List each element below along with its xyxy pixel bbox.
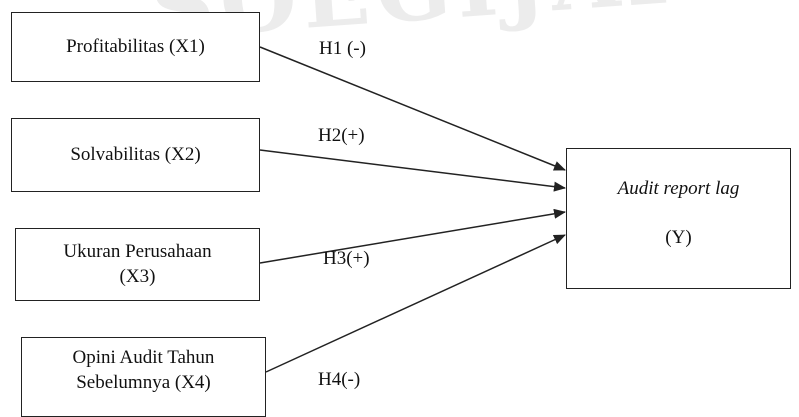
node-solvabilitas: Solvabilitas (X2) [11,118,260,192]
hypothesis-label-h3: H3(+) [323,248,370,269]
node-profitabilitas: Profitabilitas (X1) [11,12,260,82]
node-ukuran-perusahaan-line1: Ukuran Perusahaan [63,240,212,262]
hypothesis-label-h1: H1 (-) [319,38,366,59]
arrow-x4-to-y [265,234,566,373]
node-audit-report-lag-title: Audit report lag [617,178,740,199]
hypothesis-label-h2: H2(+) [318,125,365,146]
node-opini-audit: Opini Audit Tahun Sebelumnya (X4) [21,337,266,417]
node-opini-audit-line2: Sebelumnya (X4) [76,371,211,393]
node-ukuran-perusahaan: Ukuran Perusahaan (X3) [15,228,260,301]
arrow-x3-to-y [259,208,566,264]
node-ukuran-perusahaan-line2: (X3) [119,265,156,287]
arrow-x2-to-y [259,149,566,192]
node-solvabilitas-label: Solvabilitas (X2) [70,143,201,165]
arrow-x1-to-y [259,46,566,171]
node-opini-audit-line1: Opini Audit Tahun [72,347,215,368]
node-audit-report-lag-code: (Y) [665,226,692,248]
node-audit-report-lag: Audit report lag (Y) [566,148,791,289]
node-profitabilitas-label: Profitabilitas (X1) [66,35,205,57]
hypothesis-label-h4: H4(-) [318,369,361,390]
